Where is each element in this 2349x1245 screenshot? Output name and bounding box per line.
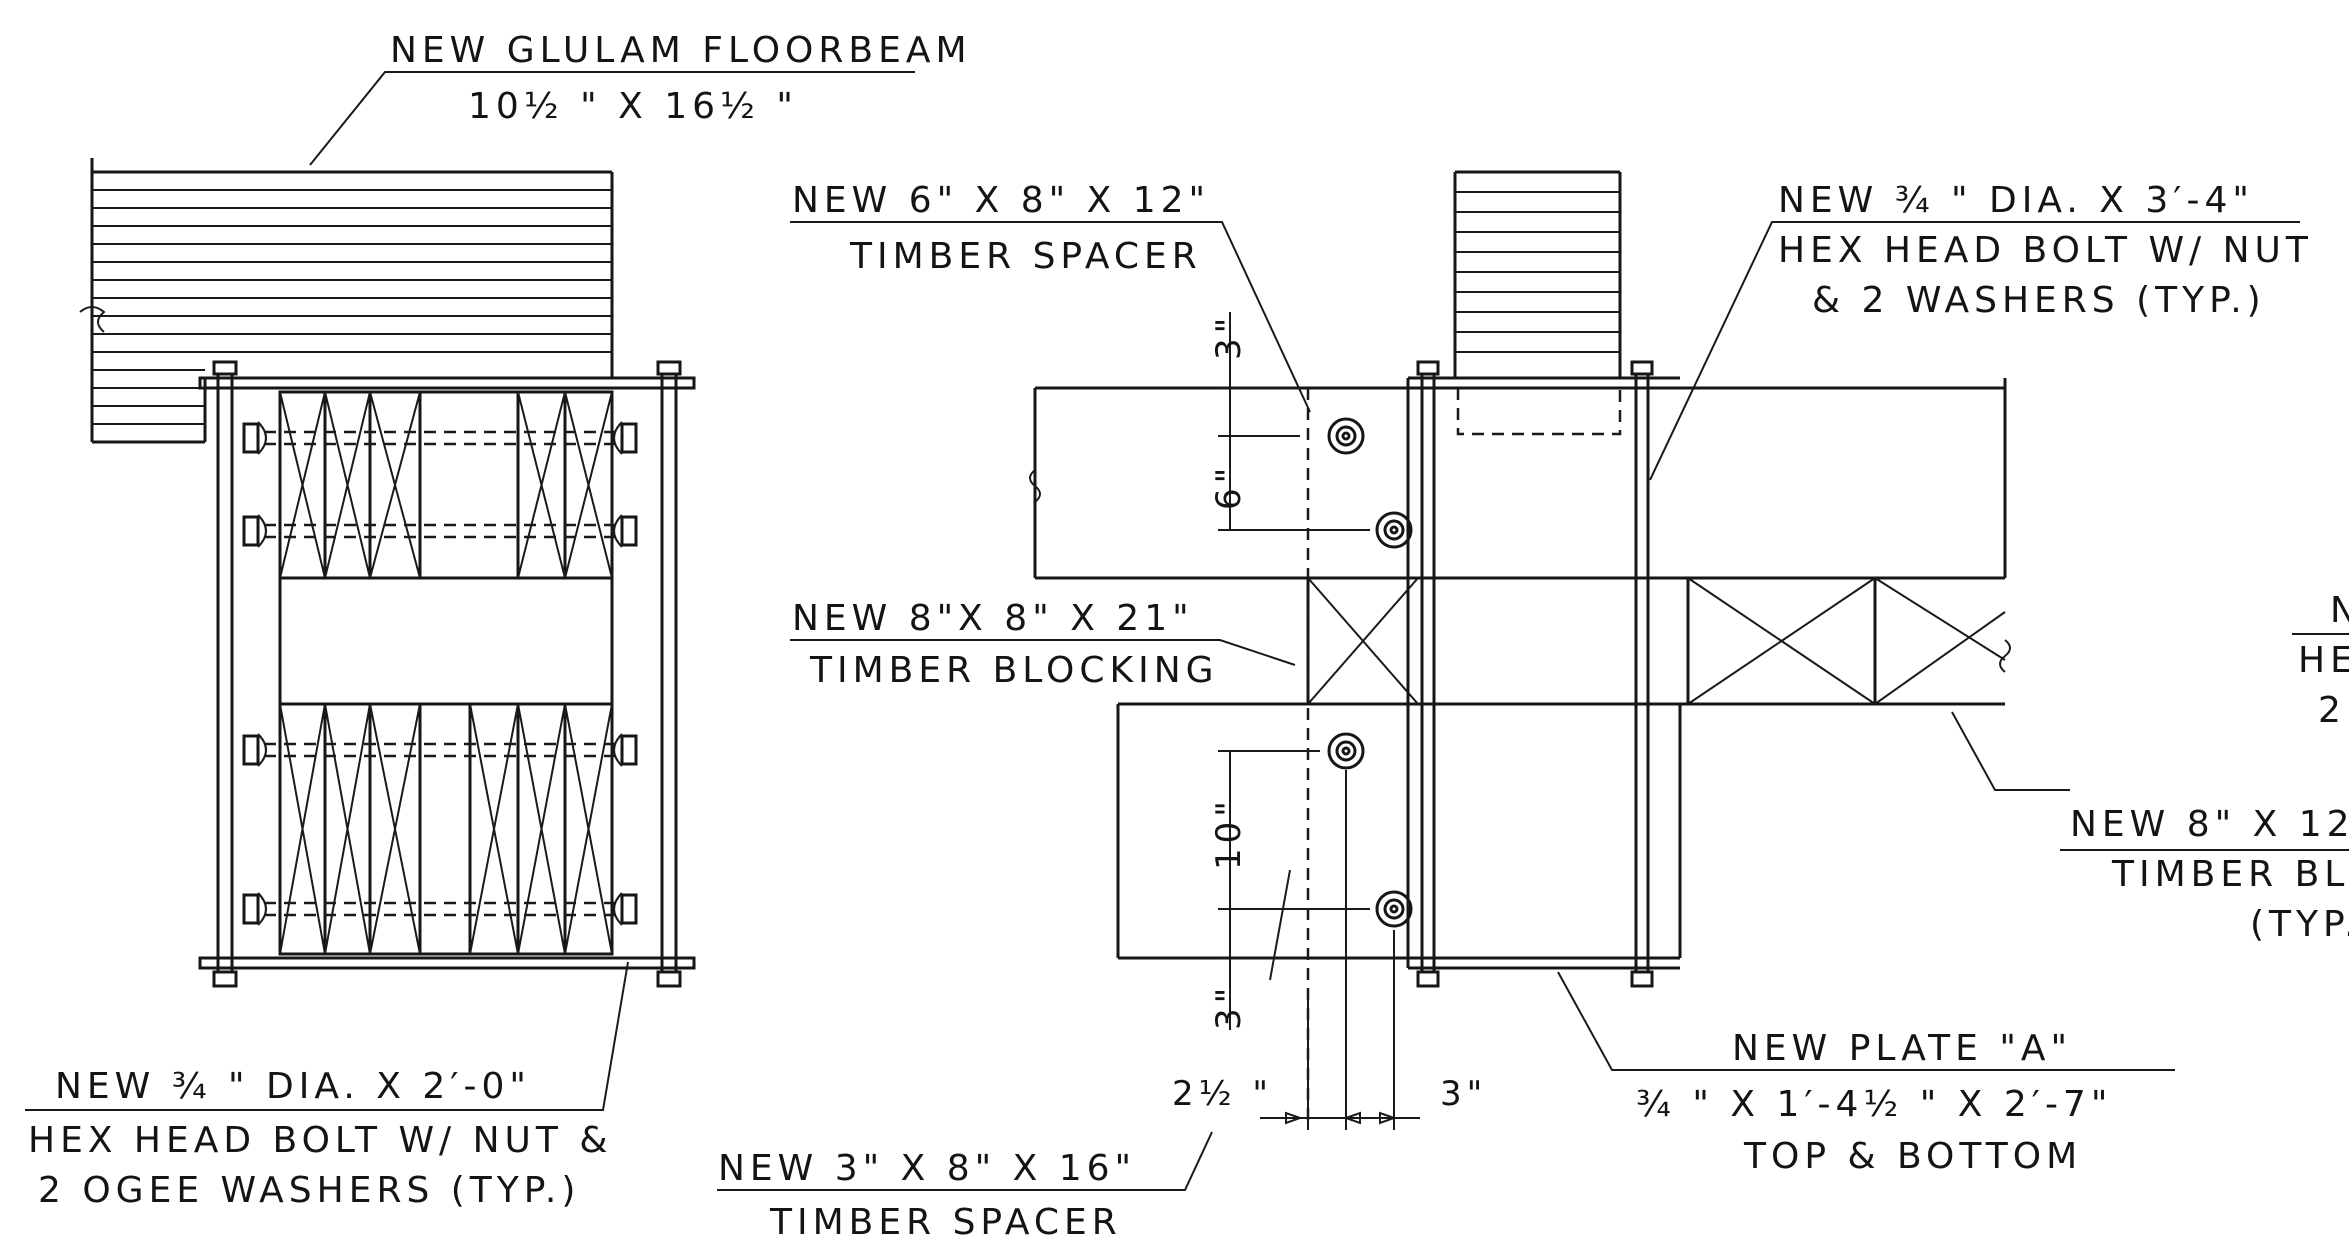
bolt-3-4-label-line3: & 2 WASHERS (TYP.) [1812, 280, 2266, 321]
spacer3-label-line2: TIMBER SPACER [769, 1202, 1122, 1243]
block12-label-line3: (TYP. [2250, 904, 2349, 945]
dim-6: 6" [1209, 463, 1249, 510]
vertical-bolts [1416, 360, 1654, 988]
plate-label-line2: ¾ " X 1′-4½ " X 2′-7" [1636, 1084, 2112, 1125]
bolt-2-0-label-line1: NEW ¾ " DIA. X 2′-0" [55, 1066, 531, 1107]
block12-label-line2: TIMBER BL [2111, 854, 2349, 895]
floorbeam-label-line2: 10½ " X 16½ " [468, 86, 798, 127]
blocking-label-line2: TIMBER BLOCKING [809, 650, 1219, 691]
elevation-floorbeam [1453, 170, 1622, 436]
dim-3-right: 3" [1440, 1074, 1487, 1114]
glulam-floorbeam [79, 158, 695, 444]
horizontal-bolts [242, 421, 638, 926]
plate-label-line1: NEW PLATE "A" [1732, 1028, 2072, 1069]
bottom-plate [198, 956, 696, 970]
dimension-lines [1218, 312, 1420, 1130]
bolt-2-0-label-line2: HEX HEAD BOLT W/ NUT & [28, 1120, 612, 1161]
side-plate-a [1406, 376, 1680, 970]
spacer3-label-line1: NEW 3" X 8" X 16" [718, 1148, 1136, 1189]
cut-label-line1: N [2330, 590, 2349, 631]
blocking-row [1306, 577, 2011, 706]
dim-2-5: 2½ " [1172, 1074, 1273, 1114]
leader-lines [25, 71, 2300, 1191]
upper-stringers [278, 390, 614, 580]
bolt-3-4-label-line1: NEW ¾ " DIA. X 3′-4" [1778, 180, 2254, 221]
upper-stringer [1029, 378, 2007, 580]
bolt-3-4-label-line2: HEX HEAD BOLT W/ NUT [1778, 230, 2313, 271]
bolt-2-0-label-line3: 2 OGEE WASHERS (TYP.) [38, 1170, 580, 1211]
lower-stringer [1116, 702, 1682, 960]
dim-3-top: 3" [1209, 313, 1249, 360]
spacer6-label-line1: NEW 6" X 8" X 12" [792, 180, 1210, 221]
lower-stringers [278, 702, 614, 956]
outer-bolts [212, 360, 682, 988]
dim-3-bottom: 3" [1209, 983, 1249, 1030]
elevation-view [1029, 170, 2011, 1130]
block12-label-line1: NEW 8" X 12 [2070, 804, 2349, 845]
cut-label-line3: 2 [2318, 690, 2346, 731]
bolt-heads [1327, 417, 1413, 928]
cut-label-line2: HE [2298, 640, 2349, 681]
dimension-text: 3" 6" 10" 3" 2½ " 3" [1172, 313, 1487, 1114]
top-plate [198, 376, 696, 390]
spacer6-label-line2: TIMBER SPACER [849, 236, 1202, 277]
dim-10: 10" [1209, 796, 1249, 870]
blocking-label-line1: NEW 8"X 8" X 21" [792, 598, 1194, 639]
section-view [79, 158, 696, 988]
labels: NEW GLULAM FLOORBEAM 10½ " X 16½ " NEW 6… [28, 30, 2349, 1243]
floorbeam-label-line1: NEW GLULAM FLOORBEAM [390, 30, 972, 71]
plate-label-line3: TOP & BOTTOM [1743, 1136, 2082, 1177]
